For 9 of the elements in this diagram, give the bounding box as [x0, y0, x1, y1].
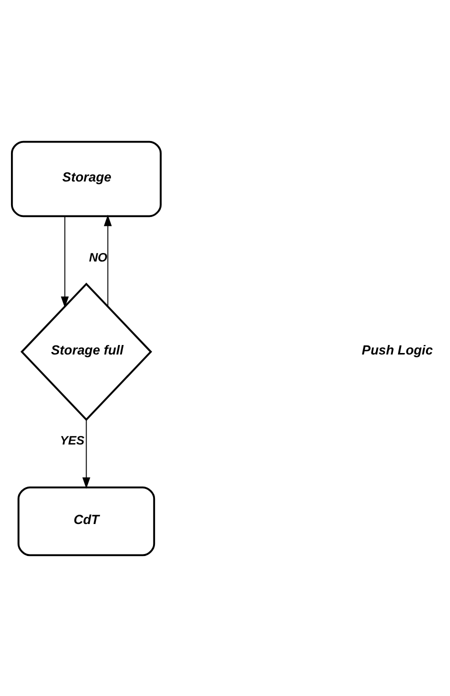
edge-label: YES [60, 433, 84, 447]
arrow [104, 214, 112, 306]
node-diamond: Storage full [20, 282, 152, 420]
label: Push Logic [362, 342, 433, 357]
arrow [82, 418, 90, 488]
arrow [60, 216, 69, 308]
node-box: Storage [10, 140, 162, 217]
edge-label: NO [88, 250, 108, 264]
node-box: CdT [18, 486, 156, 556]
